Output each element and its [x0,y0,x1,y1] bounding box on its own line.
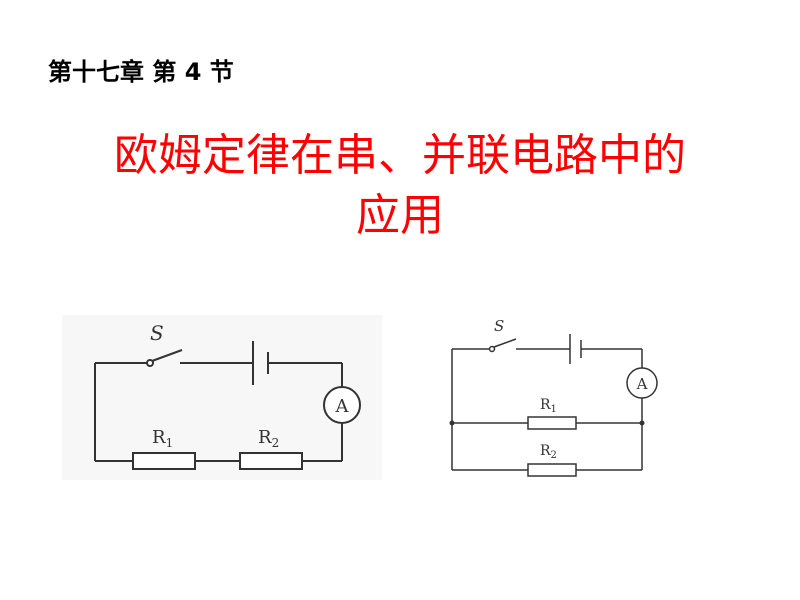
series-switch-label: S [150,321,164,345]
series-r2-sub: 2 [272,436,280,450]
series-r1-label: R1 [152,427,173,450]
series-r2-main: R [258,427,272,448]
parallel-switch-label: S [494,317,504,335]
parallel-circuit [451,334,658,477]
series-switch-blade [151,349,183,362]
parallel-r2-label: R2 [540,443,557,461]
parallel-resistor-r1 [527,416,577,430]
parallel-junction-right [639,420,645,426]
chapter-heading: 第十七章 第 4 节 [48,58,234,86]
series-circuit [94,341,361,470]
parallel-r1-sub: 1 [551,404,557,415]
parallel-switch-blade [493,338,517,348]
parallel-resistor-r2 [527,463,577,477]
title-line-1: 欧姆定律在串、并联电路中的 [114,130,686,181]
parallel-r2-sub: 2 [551,450,557,461]
parallel-switch-pivot [488,345,496,353]
series-r1-sub: 1 [166,436,174,450]
parallel-r1-main: R [540,397,551,413]
series-r1-main: R [152,427,166,448]
parallel-r1-label: R1 [540,397,557,415]
parallel-r2-main: R [540,443,551,459]
series-switch-pivot [146,359,154,367]
parallel-ammeter-label: A [636,375,648,393]
series-resistor-r2 [239,452,303,470]
parallel-junction-left [449,420,455,426]
series-r2-label: R2 [258,427,279,450]
series-ammeter-label: A [335,396,350,417]
series-resistor-r1 [132,452,196,470]
title-line-2: 应用 [356,190,444,241]
